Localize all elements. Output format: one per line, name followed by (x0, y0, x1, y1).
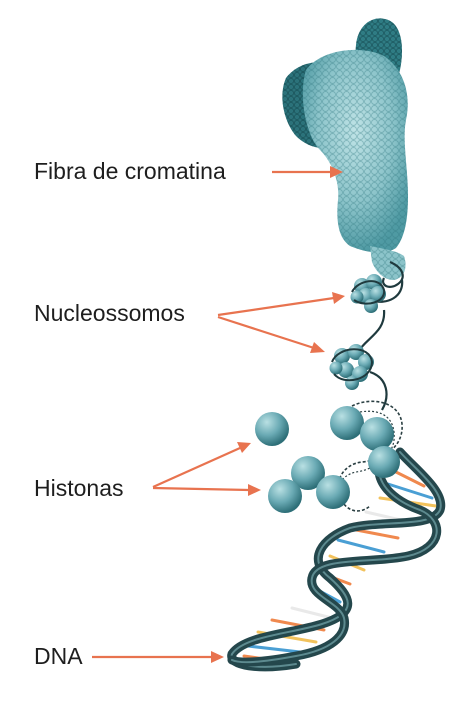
histone-ball (291, 456, 325, 490)
nucleosome-upper (350, 274, 386, 313)
dna-double-helix (227, 400, 446, 672)
histone-ball (330, 406, 364, 440)
histone-ball (368, 446, 400, 478)
chromatin-fiber (282, 18, 408, 280)
label-dna: DNA (34, 643, 83, 669)
label-histones: Histonas (34, 475, 124, 501)
label-chromatin-fiber: Fibra de cromatina (34, 158, 226, 184)
arrow-nucleosome-lower (217, 315, 325, 353)
histone-spheres (255, 406, 400, 513)
histone-ball (316, 475, 350, 509)
histone-ball (255, 412, 289, 446)
annotation-arrows (92, 166, 345, 663)
arrow-histone-upper (152, 442, 251, 489)
label-nucleosomes: Nucleossomos (34, 300, 185, 326)
arrow-nucleosome-upper (217, 292, 345, 317)
histone-ball (268, 479, 302, 513)
arrow-chromatin-fiber (272, 166, 343, 178)
histone-ball (360, 417, 394, 451)
nucleosome-lower (329, 344, 374, 390)
arrow-histone-lower (152, 484, 261, 496)
arrow-dna (92, 651, 224, 663)
